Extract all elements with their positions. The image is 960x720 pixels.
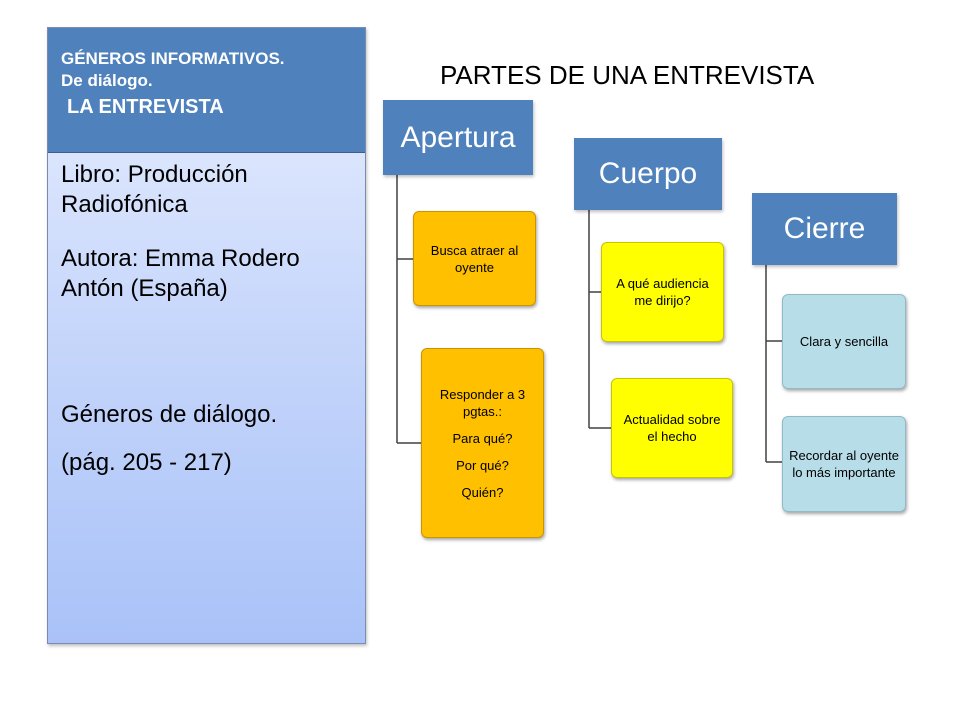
pages-text: (pág. 205 - 217) [61,449,232,476]
apertura-item-questions: Responder a 3 pgtas.: Para qué? Por qué?… [421,348,544,538]
genre-text: Géneros de diálogo. [61,401,278,428]
questions-intro: Responder a 3 pgtas.: [439,386,526,419]
cierre-item-clear-text: Clara y sencilla [799,334,889,349]
question-quien: Quién? [461,484,504,500]
cierre-item-remind: Recordar al oyente lo más importante [782,416,906,512]
header-line-genres: GÉNEROS INFORMATIVOS. [61,49,285,68]
cierre-item-clear: Clara y sencilla [782,294,906,389]
author-text: Autora: Emma Rodero Antón (España) [61,245,300,302]
question-para-que: Para qué? [452,430,513,446]
header-line-interview: LA ENTREVISTA [67,96,224,118]
section-heading-cuerpo: Cuerpo [574,138,722,210]
cuerpo-item-audience-text: A qué audiencia me dirijo? [616,276,709,308]
diagram-title: PARTES DE UNA ENTREVISTA [440,60,815,90]
connector-cierre [765,265,782,463]
cuerpo-item-audience: A qué audiencia me dirijo? [601,242,724,342]
cuerpo-item-currency-text: Actualidad sobre el hecho [623,412,721,444]
section-heading-cierre: Cierre [752,193,897,265]
connector-apertura [396,175,421,444]
question-por-que: Por qué? [456,457,509,473]
cuerpo-item-currency: Actualidad sobre el hecho [611,378,733,478]
info-panel-header: GÉNEROS INFORMATIVOS. De diálogo. LA ENT… [48,28,365,153]
section-heading-apertura: Apertura [383,100,533,175]
header-line-dialog: De diálogo. [61,71,153,90]
connector-cuerpo [588,210,611,429]
apertura-item-attract: Busca atraer al oyente [413,211,536,306]
apertura-item-attract-text: Busca atraer al oyente [430,242,519,275]
book-text: Libro: Producción Radiofónica [61,161,248,218]
cierre-item-remind-text: Recordar al oyente lo más importante [789,448,899,480]
info-panel: GÉNEROS INFORMATIVOS. De diálogo. LA ENT… [47,27,366,644]
